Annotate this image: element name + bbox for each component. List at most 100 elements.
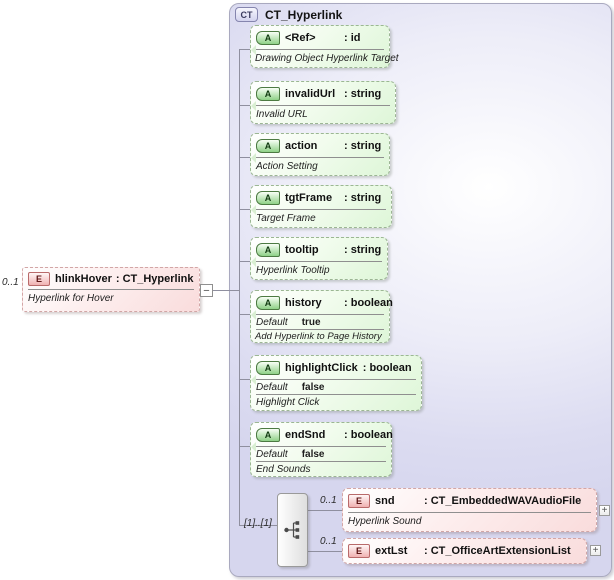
- element-box-snd[interactable]: E snd : CT_EmbeddedWAVAudioFile Hyperlin…: [342, 488, 597, 532]
- connector-branch-extlst: [308, 551, 342, 552]
- connector-stub: [239, 49, 251, 50]
- cardinality-extlst: 0..1: [320, 536, 337, 547]
- element-title-row: E hlinkHover : CT_Hyperlink: [23, 268, 199, 289]
- attribute-title-row: A action : string: [251, 134, 389, 157]
- attribute-box-history[interactable]: A history : boolean Default true Add Hyp…: [250, 290, 393, 343]
- attribute-title-row: A invalidUrl : string: [251, 82, 395, 105]
- attribute-description: Highlight Click: [256, 397, 320, 408]
- connector-tab: [246, 205, 256, 215]
- attribute-name: history: [285, 296, 322, 309]
- attribute-description: Action Setting: [256, 161, 318, 172]
- attribute-icon: A: [256, 86, 280, 101]
- attribute-type: : string: [344, 191, 382, 204]
- connector-stub: [239, 209, 251, 210]
- attribute-box-tgtframe[interactable]: A tgtFrame : string Target Frame: [250, 185, 392, 228]
- attribute-box-ref[interactable]: A <Ref> : id Drawing Object Hyperlink Ta…: [250, 25, 399, 68]
- element-box-hlinkhover[interactable]: E hlinkHover : CT_Hyperlink Hyperlink fo…: [22, 267, 200, 312]
- default-label: Default: [256, 316, 288, 328]
- attribute-name: endSnd: [285, 428, 326, 441]
- attribute-box-invalidurl[interactable]: A invalidUrl : string Invalid URL: [250, 81, 396, 124]
- connector-line: [213, 290, 240, 291]
- attribute-type: : boolean: [344, 428, 393, 441]
- attribute-description: End Sounds: [256, 464, 311, 475]
- attribute-box-tooltip[interactable]: A tooltip : string Hyperlink Tooltip: [250, 237, 388, 280]
- connector-tab: [246, 45, 256, 55]
- separator: [256, 261, 382, 262]
- attribute-type: : string: [344, 139, 382, 152]
- element-description: Hyperlink for Hover: [28, 293, 114, 304]
- attribute-default-row: Default false: [251, 380, 421, 394]
- attribute-default-row: Default true: [251, 315, 389, 329]
- attribute-description: Target Frame: [256, 213, 316, 224]
- attribute-icon: A: [256, 30, 280, 45]
- sequence-connector[interactable]: [277, 493, 308, 567]
- attribute-type: : string: [344, 243, 382, 256]
- element-icon: E: [28, 271, 50, 286]
- attribute-icon: A: [256, 295, 280, 310]
- connector-branch-snd: [308, 510, 342, 511]
- attribute-name: tooltip: [285, 243, 319, 256]
- separator: [256, 446, 386, 447]
- default-value: false: [301, 381, 325, 393]
- connector-stub: [239, 157, 251, 158]
- attribute-name: <Ref>: [285, 31, 316, 44]
- separator: [256, 461, 386, 462]
- default-label: Default: [256, 381, 288, 393]
- cardinality-snd: 0..1: [320, 495, 337, 506]
- attribute-type: : id: [344, 31, 361, 44]
- attribute-box-action[interactable]: A action : string Action Setting: [250, 133, 390, 176]
- expand-button-snd[interactable]: +: [599, 505, 610, 516]
- connector-tab: [246, 442, 256, 452]
- complex-type-icon: CT: [235, 7, 258, 22]
- element-icon: E: [348, 493, 370, 508]
- attribute-name: invalidUrl: [285, 87, 336, 100]
- attribute-description: Add Hyperlink to Page History: [255, 331, 382, 342]
- connector-tab: [246, 153, 256, 163]
- connector-tab: [246, 101, 256, 111]
- connector-tab: [246, 257, 256, 267]
- element-type: : CT_OfficeArtExtensionList: [424, 545, 571, 557]
- attribute-description: Invalid URL: [256, 109, 308, 120]
- attribute-title-row: A tgtFrame : string: [251, 186, 391, 209]
- attribute-title-row: A history : boolean: [251, 291, 393, 314]
- connector-stub: [239, 105, 251, 106]
- attribute-description: Hyperlink Tooltip: [256, 265, 330, 276]
- attribute-name: highlightClick: [285, 361, 358, 374]
- attribute-box-endsnd[interactable]: A endSnd : boolean Default false End Sou…: [250, 422, 393, 477]
- attribute-name: action: [285, 139, 318, 152]
- element-box-extlst[interactable]: E extLst : CT_OfficeArtExtensionList: [342, 538, 587, 564]
- element-name: hlinkHover: [55, 272, 112, 285]
- cardinality-sequence: [1]..[1]: [244, 518, 272, 529]
- expand-button-extlst[interactable]: +: [590, 545, 601, 556]
- separator: [348, 512, 591, 513]
- attribute-icon: A: [256, 242, 280, 257]
- separator: [256, 329, 384, 330]
- connector-sequence-line: [239, 525, 277, 526]
- attribute-type: : boolean: [362, 361, 412, 374]
- connector-stub: [239, 314, 251, 315]
- attribute-icon: A: [256, 427, 280, 442]
- attribute-type: : boolean: [344, 296, 393, 309]
- sequence-icon: [283, 521, 299, 539]
- attribute-title-row: A endSnd : boolean: [251, 423, 393, 446]
- connector-trunk: [239, 49, 240, 526]
- attribute-title-row: A <Ref> : id: [251, 26, 389, 49]
- separator: [256, 209, 386, 210]
- separator: [256, 314, 384, 315]
- element-name: extLst: [375, 545, 408, 557]
- separator: [256, 105, 390, 106]
- complex-type-header: CT CT_Hyperlink: [235, 7, 342, 22]
- separator: [256, 157, 384, 158]
- complex-type-title: CT_Hyperlink: [265, 7, 343, 22]
- connector-stub: [239, 261, 251, 262]
- attribute-title-row: A tooltip : string: [251, 238, 387, 261]
- default-value: false: [301, 448, 325, 460]
- default-value: true: [301, 316, 321, 328]
- attribute-box-highlightclick[interactable]: A highlightClick : boolean Default false…: [250, 355, 422, 411]
- collapse-button[interactable]: −: [200, 284, 213, 297]
- attribute-icon: A: [256, 190, 280, 205]
- attribute-description: Drawing Object Hyperlink Target: [255, 53, 399, 64]
- attribute-name: tgtFrame: [285, 191, 333, 204]
- connector-stub: [239, 379, 251, 380]
